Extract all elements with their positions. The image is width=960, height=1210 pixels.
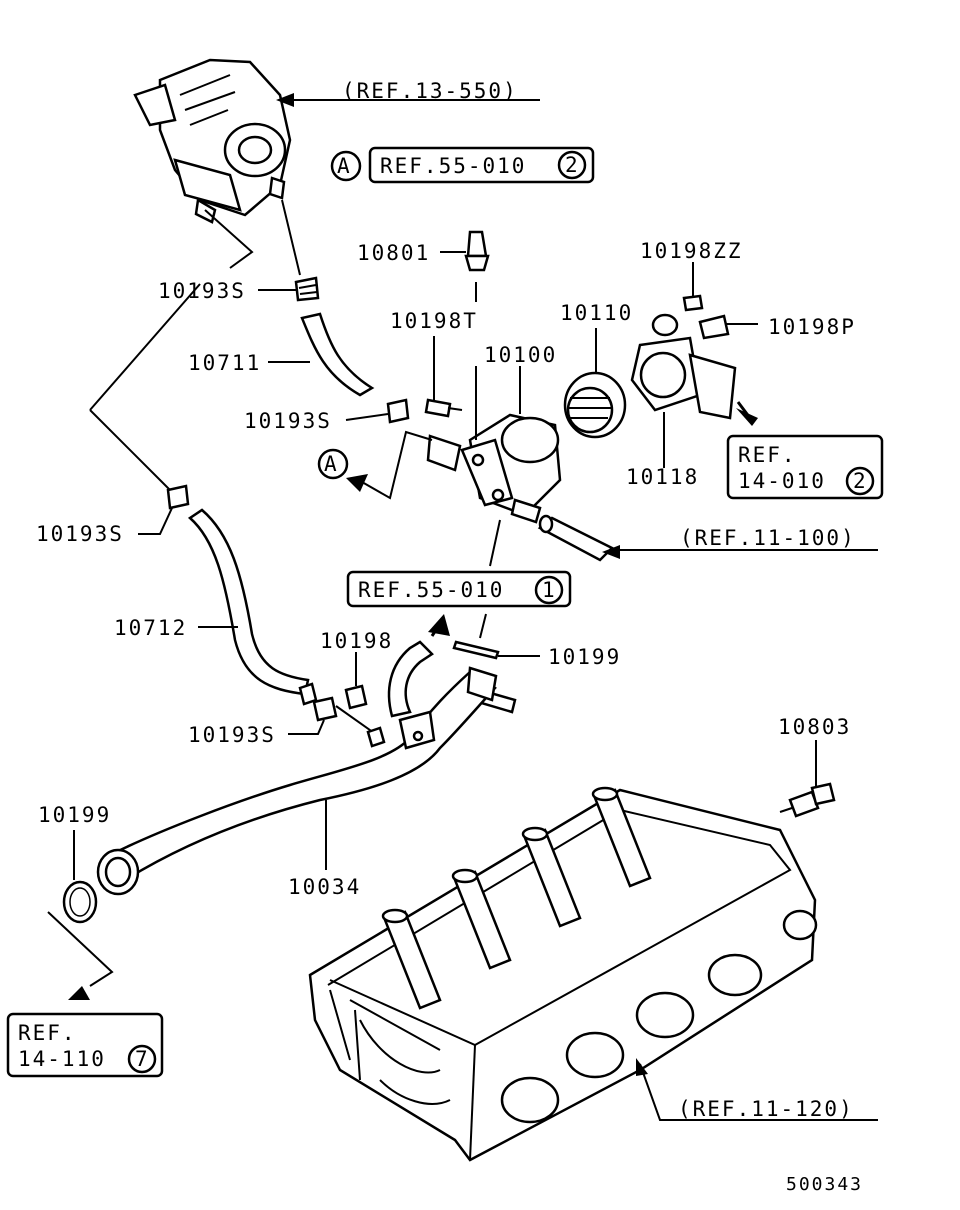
sensor-10803 <box>779 782 836 818</box>
oring-10199-bottom <box>62 880 98 924</box>
label-10100[interactable]: 10100 <box>484 343 557 367</box>
bolt-10198zz <box>682 294 704 312</box>
hose-10711 <box>300 312 375 397</box>
ref-11-100-label[interactable]: (REF.11-100) <box>680 526 856 550</box>
label-10118[interactable]: 10118 <box>626 465 699 489</box>
label-10198zz[interactable]: 10198ZZ <box>640 239 743 263</box>
drawing-number: 500343 <box>786 1174 863 1195</box>
clamp-10193s-fourth <box>298 682 338 722</box>
label-10034[interactable]: 10034 <box>288 875 361 899</box>
label-10803[interactable]: 10803 <box>778 715 851 739</box>
label-10198[interactable]: 10198 <box>320 629 393 653</box>
pipe-ref-11-100 <box>537 514 615 562</box>
ref-14-010-line2: 14-010 <box>738 469 826 493</box>
ref-14-010-callout[interactable]: REF. 14-010 2 <box>726 434 884 500</box>
label-10193s-1[interactable]: 10193S <box>158 279 246 303</box>
clamp-10193s-third <box>166 484 190 510</box>
throttle-body <box>133 58 292 224</box>
bolt-10198p <box>698 314 758 340</box>
ref-14-110-line2: 14-110 <box>18 1047 106 1071</box>
label-10193s-2[interactable]: 10193S <box>244 409 332 433</box>
hose-10712 <box>187 508 310 696</box>
label-10198t[interactable]: 10198T <box>390 309 478 333</box>
label-10193s-4[interactable]: 10193S <box>188 723 276 747</box>
label-10193s-3[interactable]: 10193S <box>36 522 124 546</box>
label-10711[interactable]: 10711 <box>188 351 261 375</box>
ref-14-010-circle: 2 <box>853 469 868 493</box>
bolt-10198t <box>424 398 463 418</box>
water-pipe-10034 <box>96 666 498 896</box>
ref-14-010-line1: REF. <box>738 443 797 467</box>
label-10199-2[interactable]: 10199 <box>38 803 111 827</box>
water-outlet-10118 <box>630 313 737 420</box>
label-10712[interactable]: 10712 <box>114 616 187 640</box>
ref-55-010-2-circle: 2 <box>565 153 580 177</box>
marker-a-top: A <box>337 154 352 178</box>
ref-14-110-circle: 7 <box>135 1047 150 1071</box>
ref-55-010-2-callout[interactable]: A REF.55-010 2 <box>330 146 595 184</box>
ref-55-010-2-label: REF.55-010 <box>380 154 526 178</box>
thermostat-housing-10100 <box>426 413 562 524</box>
ref-14-110-callout[interactable]: REF. 14-110 7 <box>6 1012 164 1078</box>
ref-55-010-1-label: REF.55-010 <box>358 578 504 602</box>
marker-a-mid-group[interactable]: A <box>317 448 349 480</box>
label-10110[interactable]: 10110 <box>560 301 633 325</box>
cylinder-head <box>308 786 818 1162</box>
ref-11-120-label[interactable]: (REF.11-120) <box>678 1097 854 1121</box>
ref-55-010-1-callout[interactable]: REF.55-010 1 <box>346 570 572 608</box>
clamp-10193s-second <box>386 398 410 424</box>
ref-14-110-line1: REF. <box>18 1021 77 1045</box>
clamp-10193s-top <box>294 276 320 302</box>
ref-55-010-1-circle: 1 <box>542 578 557 602</box>
marker-a-mid: A <box>324 452 339 476</box>
ref-13-550-label[interactable]: (REF.13-550) <box>342 79 518 103</box>
label-10801[interactable]: 10801 <box>357 241 430 265</box>
bolt-10198 <box>344 684 368 710</box>
sensor-10801 <box>464 230 490 272</box>
label-10198p[interactable]: 10198P <box>768 315 856 339</box>
oring-10199-top <box>452 640 500 660</box>
thermostat-10110 <box>563 371 627 439</box>
label-10199-1[interactable]: 10199 <box>548 645 621 669</box>
